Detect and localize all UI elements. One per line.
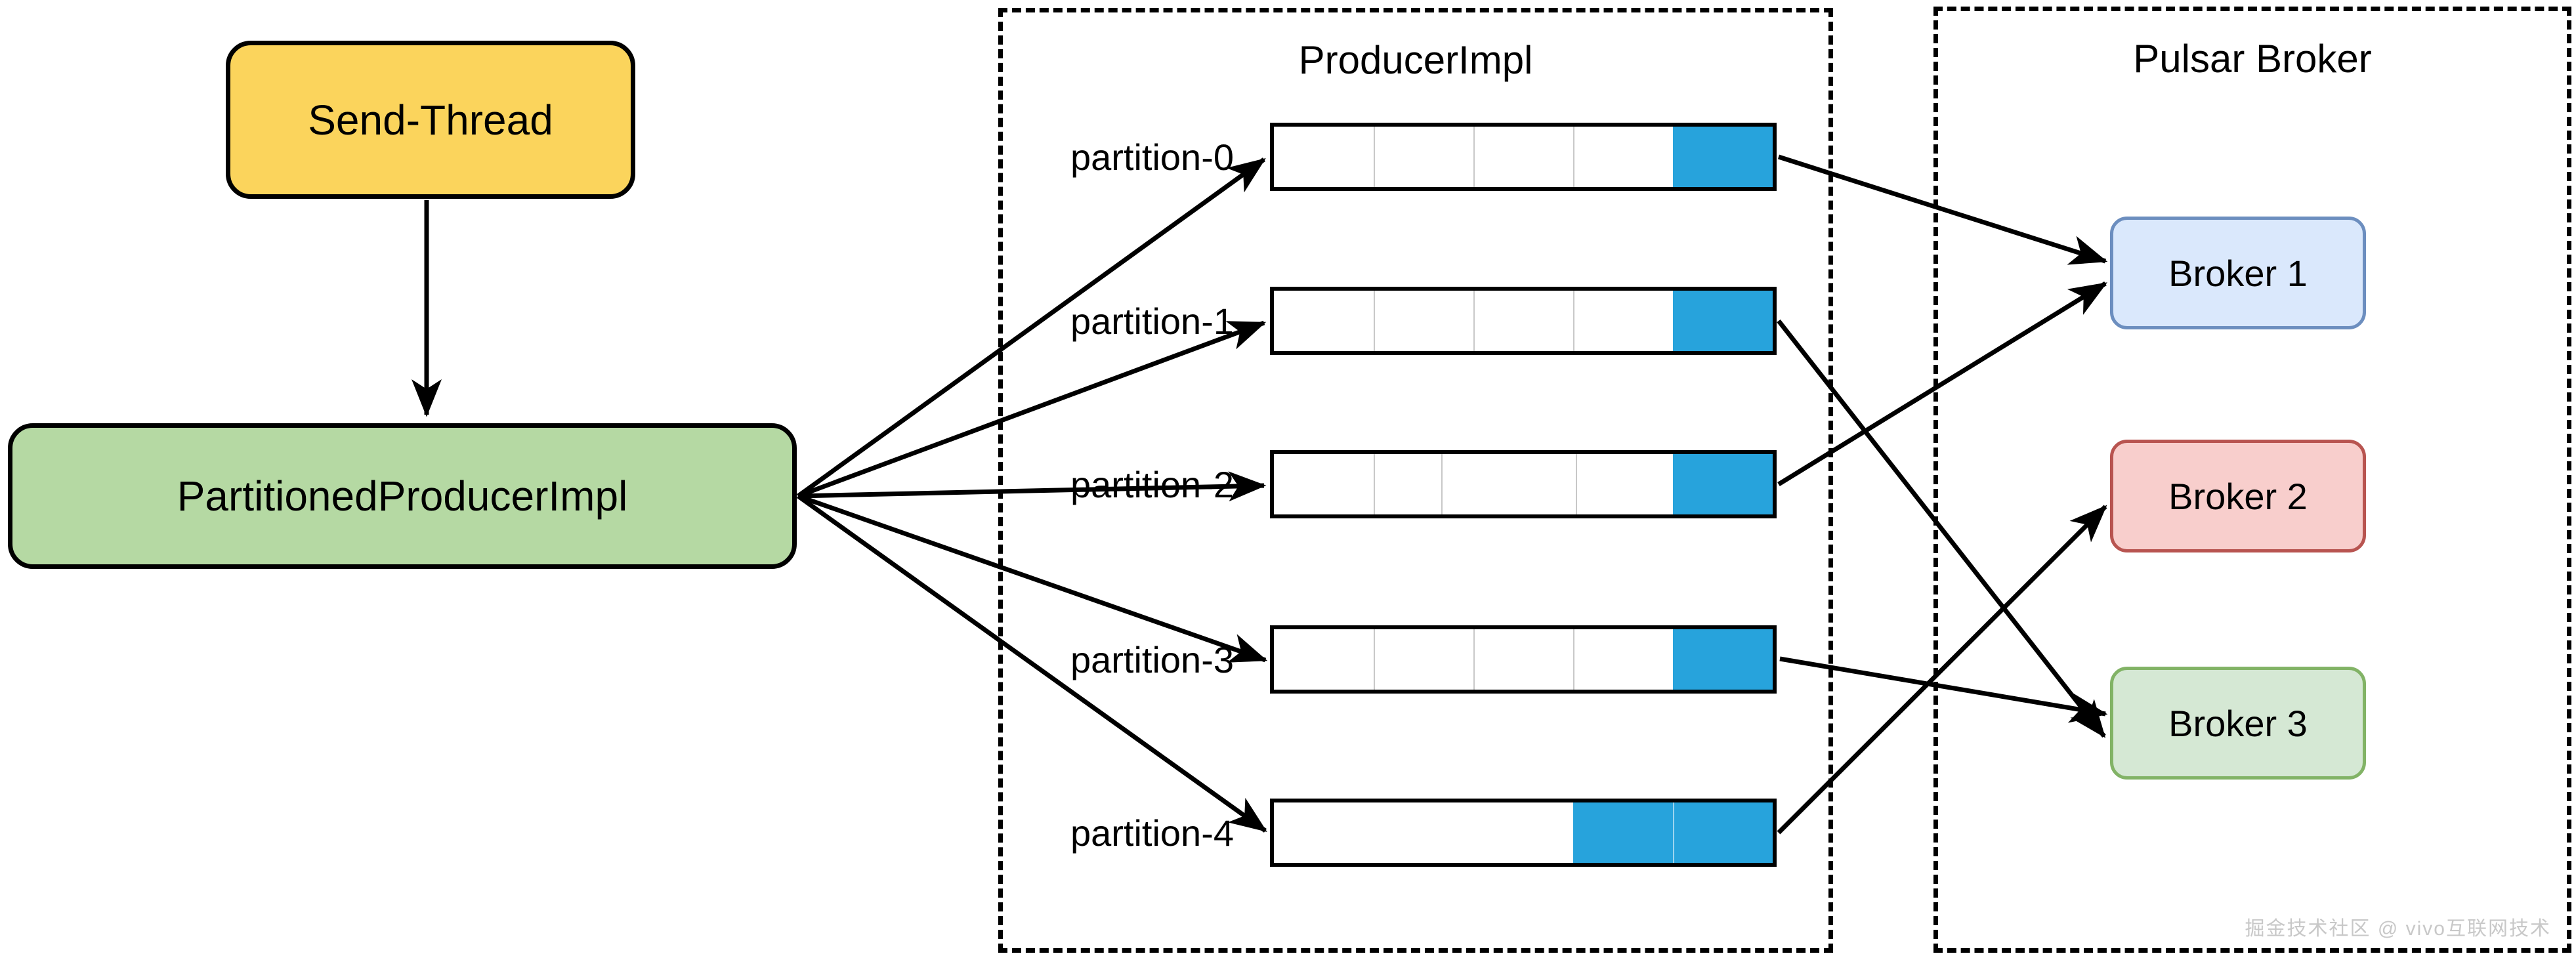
partition-4-queue — [1270, 799, 1777, 867]
partition-1-label: partition-1 — [1070, 300, 1234, 342]
queue-cell-empty — [1374, 629, 1473, 690]
queue-cell-empty — [1575, 454, 1673, 514]
partition-3-label: partition-3 — [1070, 638, 1234, 680]
pulsar-broker-panel-title: Pulsar Broker — [2133, 37, 2372, 81]
queue-cell-empty — [1374, 127, 1473, 187]
queue-cell-filled — [1673, 127, 1773, 187]
send-thread-node: Send-Thread — [226, 41, 635, 199]
broker-1-label: Broker 1 — [2168, 252, 2308, 294]
queue-cell-filled — [1672, 454, 1773, 514]
queue-cell-empty — [1473, 127, 1573, 187]
queue-cell-empty — [1441, 454, 1576, 514]
queue-cell-filled — [1673, 629, 1773, 690]
queue-cell-empty — [1274, 291, 1374, 351]
queue-cell-empty — [1573, 127, 1673, 187]
broker-3-label: Broker 3 — [2168, 702, 2308, 744]
partition-4-label: partition-4 — [1070, 812, 1234, 854]
queue-cell-empty — [1473, 629, 1573, 690]
broker-1-node: Broker 1 — [2110, 217, 2366, 329]
partition-1-queue — [1270, 287, 1777, 355]
partition-0-label: partition-0 — [1070, 136, 1234, 178]
queue-cell-empty — [1274, 629, 1374, 690]
partition-2-queue — [1270, 450, 1777, 518]
partition-0-queue — [1270, 123, 1777, 191]
queue-cell-empty — [1374, 454, 1441, 514]
queue-cell-empty — [1473, 291, 1573, 351]
queue-cell-empty — [1374, 291, 1473, 351]
watermark-text: 掘金技术社区 @ vivo互联网技术 — [2245, 918, 2551, 940]
queue-cell-filled — [1673, 802, 1773, 863]
queue-cell-filled — [1573, 802, 1673, 863]
partition-2-label: partition-2 — [1070, 463, 1234, 505]
broker-3-node: Broker 3 — [2110, 667, 2366, 780]
queue-cell-empty — [1274, 127, 1374, 187]
queue-cell-empty — [1274, 454, 1374, 514]
queue-cell-empty — [1274, 802, 1573, 863]
partitioned-producer-node: PartitionedProducerImpl — [8, 423, 797, 569]
send-thread-label: Send-Thread — [308, 96, 553, 144]
queue-cell-filled — [1673, 291, 1773, 351]
queue-cell-empty — [1573, 629, 1673, 690]
queue-cell-empty — [1573, 291, 1673, 351]
partitioned-producer-label: PartitionedProducerImpl — [177, 472, 628, 520]
broker-2-label: Broker 2 — [2168, 475, 2308, 517]
partition-3-queue — [1270, 625, 1777, 694]
producer-impl-panel-title: ProducerImpl — [1298, 38, 1533, 82]
broker-2-node: Broker 2 — [2110, 440, 2366, 552]
